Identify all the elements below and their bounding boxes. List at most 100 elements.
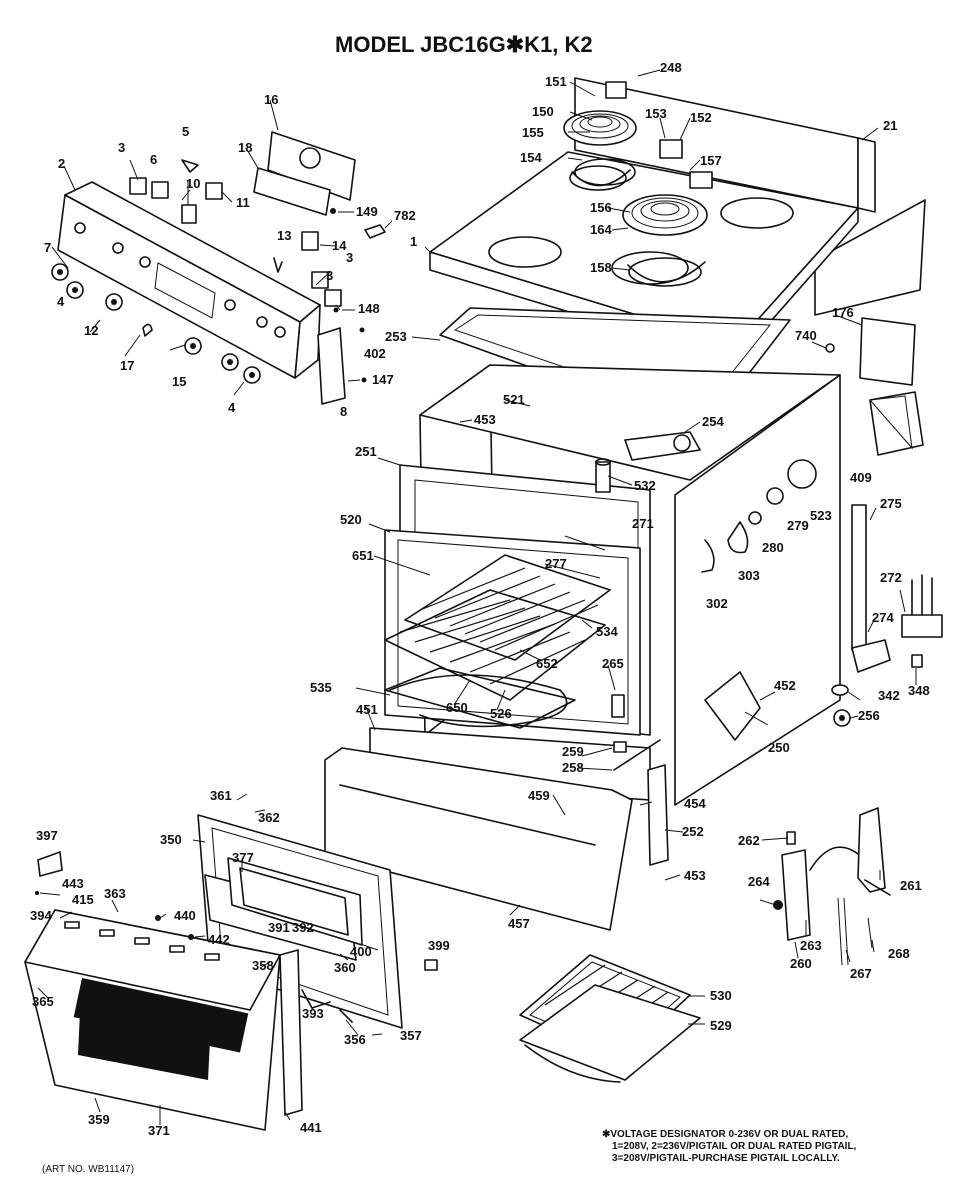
part-label: 363 [104, 886, 126, 901]
part-label: 361 [210, 788, 232, 803]
part-label: 16 [264, 92, 278, 107]
part-label: 358 [252, 958, 274, 973]
part-label: 268 [888, 946, 910, 961]
part-label: 400 [350, 944, 372, 959]
part-label: 348 [908, 683, 930, 698]
part-label: 151 [545, 74, 567, 89]
part-label: 155 [522, 125, 544, 140]
broiler-pan-illustration [519, 954, 701, 1083]
part-label: 272 [880, 570, 902, 585]
part-label: 402 [364, 346, 386, 361]
part-label: 277 [545, 556, 567, 571]
part-label: 149 [356, 204, 378, 219]
part-label: 150 [532, 104, 554, 119]
part-label: 12 [84, 323, 98, 338]
part-label: 529 [710, 1018, 732, 1033]
part-label: 459 [528, 788, 550, 803]
part-label: 359 [88, 1112, 110, 1127]
part-label: 14 [332, 238, 347, 253]
part-label: 260 [790, 956, 812, 971]
part-label: 520 [340, 512, 362, 527]
part-label: 251 [355, 444, 377, 459]
part-label: 248 [660, 60, 682, 75]
part-label: 356 [344, 1032, 366, 1047]
art-number: (ART NO. WB11147) [42, 1164, 134, 1175]
part-label: 350 [160, 832, 182, 847]
part-label: 176 [832, 305, 854, 320]
part-label: 523 [810, 508, 832, 523]
part-label: 264 [748, 874, 770, 889]
part-label: 302 [706, 596, 728, 611]
part-label: 147 [372, 372, 394, 387]
part-label: 397 [36, 828, 58, 843]
oven-door-illustration [24, 747, 633, 1131]
part-label: 415 [72, 892, 94, 907]
part-label: 11 [236, 195, 250, 210]
part-label: 362 [258, 810, 280, 825]
part-label: 399 [428, 938, 450, 953]
part-label: 274 [872, 610, 894, 625]
part-label: 532 [634, 478, 656, 493]
part-label: 152 [690, 110, 712, 125]
leader-lines [37, 69, 917, 1125]
part-label: 148 [358, 301, 380, 316]
part-label: 303 [738, 568, 760, 583]
oven-body-illustration [369, 364, 841, 866]
part-label: 392 [292, 920, 314, 935]
part-label: 521 [503, 392, 525, 407]
part-label: 365 [32, 994, 54, 1009]
part-label: 271 [632, 516, 654, 531]
part-label: 275 [880, 496, 902, 511]
part-label: 377 [232, 850, 254, 865]
part-label: 15 [172, 374, 186, 389]
part-label: 409 [850, 470, 872, 485]
voltage-note: ✱VOLTAGE DESIGNATOR 0-236V OR DUAL RATED… [602, 1129, 857, 1164]
part-label: 256 [858, 708, 880, 723]
part-label: 252 [682, 824, 704, 839]
part-label: 441 [300, 1120, 322, 1135]
voltage-note-line-3: 3=208V/PIGTAIL-PURCHASE PIGTAIL LOCALLY. [612, 1153, 840, 1164]
part-label: 453 [474, 412, 496, 427]
part-label: 393 [302, 1006, 324, 1021]
part-label: 782 [394, 208, 416, 223]
part-label: 371 [148, 1123, 170, 1138]
control-panel-illustration [51, 131, 386, 405]
part-label: 442 [208, 932, 230, 947]
part-label: 5 [182, 124, 189, 139]
part-label: 457 [508, 916, 530, 931]
part-label: 740 [795, 328, 817, 343]
voltage-note-line-1: ✱VOLTAGE DESIGNATOR 0-236V OR DUAL RATED… [602, 1129, 848, 1140]
part-label: 535 [310, 680, 332, 695]
part-label: 357 [400, 1028, 422, 1043]
part-label: 153 [645, 106, 667, 121]
part-label: 263 [800, 938, 822, 953]
part-label: 6 [150, 152, 157, 167]
part-label: 13 [277, 228, 291, 243]
part-label: 652 [536, 656, 558, 671]
part-label: 650 [446, 700, 468, 715]
part-label: 261 [900, 878, 922, 893]
part-label: 3 [118, 140, 125, 155]
diagram-title: MODEL JBC16G✱K1, K2 [335, 32, 593, 57]
part-label: 8 [340, 404, 347, 419]
part-label: 4 [57, 294, 65, 309]
part-label: 452 [774, 678, 796, 693]
part-label: 391 [268, 920, 290, 935]
part-label: 451 [356, 702, 378, 717]
part-label: 360 [334, 960, 356, 975]
part-labels: 1 2 3 3 3 4 4 5 6 7 8 10 11 12 13 14 15 … [30, 60, 930, 1138]
part-label: 342 [878, 688, 900, 703]
part-label: 394 [30, 908, 52, 923]
part-label: 279 [787, 518, 809, 533]
part-label: 262 [738, 833, 760, 848]
part-label: 526 [490, 706, 512, 721]
part-label: 254 [702, 414, 724, 429]
part-label: 4 [228, 400, 236, 415]
part-label: 259 [562, 744, 584, 759]
part-label: 453 [684, 868, 706, 883]
part-label: 1 [410, 234, 417, 249]
part-label: 530 [710, 988, 732, 1003]
part-label: 10 [186, 176, 200, 191]
part-label: 265 [602, 656, 624, 671]
